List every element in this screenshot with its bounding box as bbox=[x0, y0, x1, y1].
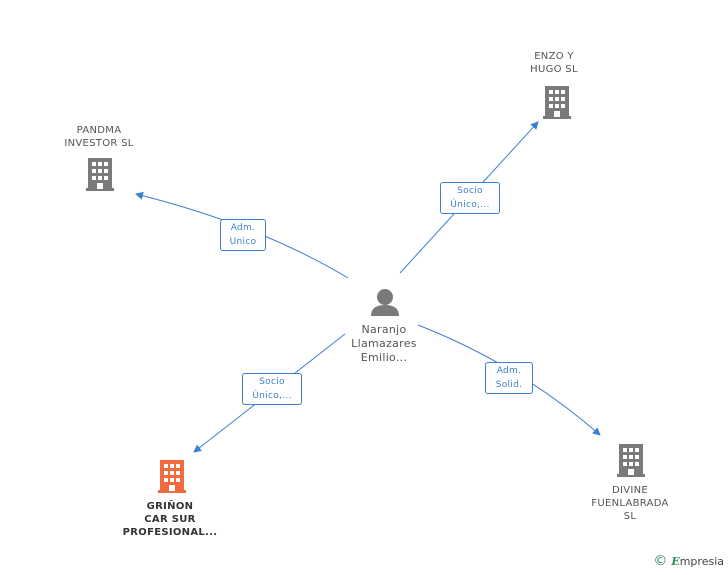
copyright-icon: © bbox=[653, 553, 668, 569]
edge-label-pandma[interactable]: Adm. Unico bbox=[220, 219, 266, 251]
building-icon-divine[interactable] bbox=[617, 444, 645, 477]
edge-label-grinon[interactable]: Socio Único,... bbox=[242, 373, 302, 405]
edge-label-divine[interactable]: Adm. Solid. bbox=[485, 362, 533, 394]
company-label-pandma[interactable]: PANDMA INVESTOR SL bbox=[64, 125, 134, 149]
building-icon-enzo[interactable] bbox=[543, 86, 571, 119]
person-label[interactable]: Naranjo Llamazares Emilio... bbox=[351, 323, 417, 364]
brand-initial: E bbox=[671, 554, 680, 568]
company-label-enzo[interactable]: ENZO Y HUGO SL bbox=[530, 51, 578, 75]
company-label-grinon[interactable]: GRIÑON CAR SUR PROFESIONAL... bbox=[122, 501, 218, 538]
brand-logo[interactable]: © Empresia bbox=[653, 553, 724, 569]
building-icon-grinon[interactable] bbox=[158, 460, 186, 493]
brand-name: mpresia bbox=[679, 554, 724, 568]
company-label-divine[interactable]: DIVINE FUENLABRADA SL bbox=[591, 485, 669, 522]
building-icon-pandma[interactable] bbox=[86, 158, 114, 191]
edge-label-enzo[interactable]: Socio Único,... bbox=[440, 182, 500, 214]
person-icon[interactable] bbox=[371, 289, 399, 316]
